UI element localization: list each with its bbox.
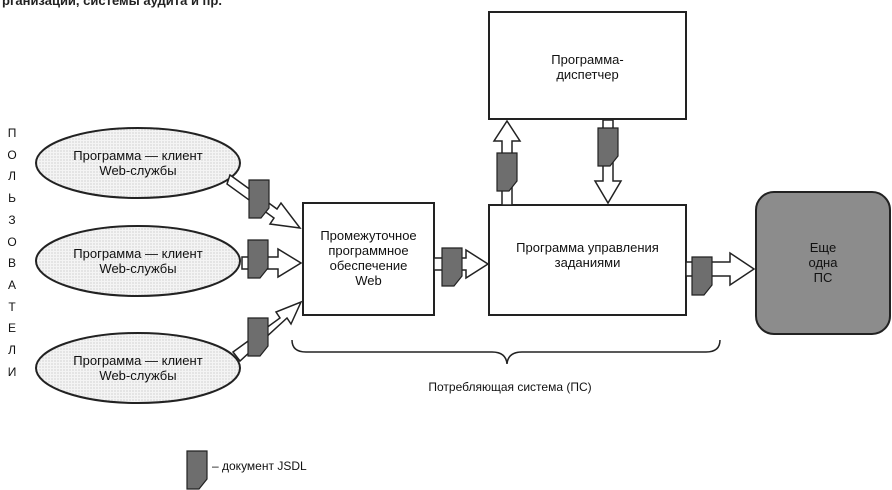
middleware-box — [302, 202, 435, 316]
users-letter: Т — [8, 299, 16, 314]
jsdl-document-icon — [691, 256, 713, 296]
jsdl-document-icon — [441, 247, 463, 287]
dispatcher-label: Программа- диспетчер — [551, 52, 624, 82]
client-label-1: Программа — клиент Web-службы — [73, 148, 203, 178]
jsdl-document-icon — [496, 152, 518, 192]
job-manager-box — [488, 204, 687, 316]
client-ellipse-2 — [35, 225, 241, 297]
jsdl-document-icon — [247, 239, 269, 279]
users-letter: О — [7, 234, 17, 249]
other-system-label: Еще одна ПС — [808, 240, 838, 285]
users-letter: В — [7, 256, 16, 271]
jsdl-document-icon — [248, 179, 270, 219]
users-letter: А — [7, 277, 16, 292]
users-letter: Л — [8, 343, 16, 358]
users-vertical-label: П О Л Ь З О В А Т Е Л И — [5, 123, 19, 383]
other-system-box — [755, 191, 891, 335]
client-ellipse-3 — [35, 332, 241, 404]
client-label-2: Программа — клиент Web-службы — [73, 246, 203, 276]
consuming-system-label: Потребляющая система (ПС) — [428, 380, 592, 394]
users-letter: И — [7, 364, 17, 379]
middleware-label: Промежуточное программное обеспечение We… — [320, 228, 417, 288]
jsdl-document-icon — [247, 317, 269, 357]
top-caption: рганизации, системы аудита и пр. — [2, 0, 222, 8]
users-letter: О — [7, 147, 17, 162]
legend-jsdl-icon — [186, 450, 208, 490]
jsdl-document-icon — [597, 127, 619, 167]
users-letter: Ь — [8, 191, 16, 206]
client-label-3: Программа — клиент Web-службы — [73, 353, 203, 383]
job-manager-label: Программа управления заданиями — [516, 240, 659, 270]
users-letter: П — [7, 126, 17, 140]
users-letter: Л — [8, 169, 16, 184]
legend-label: – документ JSDL — [212, 459, 307, 473]
dispatcher-box — [488, 11, 687, 120]
users-letter: З — [8, 212, 16, 227]
client-ellipse-1 — [35, 127, 241, 199]
users-letter: Е — [7, 321, 16, 336]
consuming-system-brace — [291, 339, 721, 365]
